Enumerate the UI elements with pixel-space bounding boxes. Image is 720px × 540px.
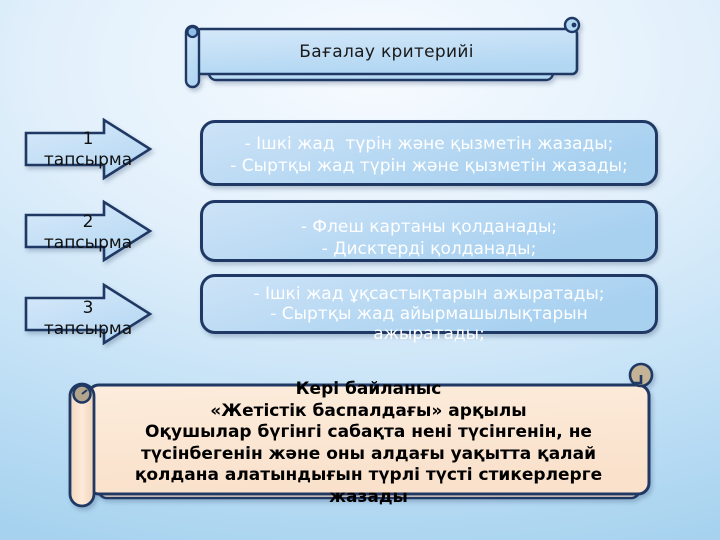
task-arrow-2-label: 2 тапсырма [24, 212, 152, 254]
criteria-box-task-3: - Ішкі жад ұқсастықтарын ажыратады; - Сы… [200, 274, 658, 344]
feedback-subtitle: «Жетістік баспалдағы» арқылы [210, 400, 527, 421]
feedback-body-line: қолдана алатындығын түрлі түсті стикерле… [134, 465, 603, 485]
task-word: тапсырма [43, 150, 133, 170]
scroll-banner-shape [184, 16, 581, 89]
criteria-line: - Сыртқы жад түрін және қызметін жазады; [230, 156, 628, 176]
task-word: тапсырма [43, 233, 133, 253]
feedback-block: Кері байланыс «Жетістік баспалдағы» арқы… [88, 379, 649, 508]
criteria-line: - Ішкі жад түрін және қызметін жазады; [244, 134, 614, 154]
task-arrow-3 [24, 282, 153, 346]
criteria-line: - Флеш картаны қолданады; [300, 217, 558, 237]
criteria-line: - Ішкі жад ұқсастықтарын ажыратады; [253, 284, 605, 304]
criteria-box-task-1: - Ішкі жад түрін және қызметін жазады; -… [200, 120, 658, 186]
scroll-roll-left [68, 382, 96, 508]
feedback-body-line: түсінбегенін және оны алдағы уақытта қал… [140, 443, 597, 464]
title-scroll-banner: Бағалау критерийі [0, 0, 720, 100]
task-word: тапсырма [43, 319, 133, 339]
criteria-box-task-2: - Флеш картаны қолданады; - Дисктерді қо… [200, 200, 658, 262]
task-arrow-2 [24, 199, 153, 263]
scroll-roll-left [184, 24, 201, 89]
feedback-body-line: Оқушылар бүгінгі сабақта нені түсінгенін… [145, 422, 592, 442]
task-arrow-1 [24, 117, 153, 181]
criteria-line: - Сыртқы жад айырмашылықтарын [270, 304, 588, 324]
task-number: 2 [82, 212, 94, 232]
criteria-line: ажыратады; [373, 324, 485, 344]
scroll-curl-left-icon [186, 25, 199, 39]
task-number: 3 [82, 298, 94, 318]
feedback-title: Кері байланыс [295, 379, 442, 399]
feedback-scroll-shape [68, 362, 654, 508]
task-number: 1 [82, 129, 94, 149]
task-arrow-1-label: 1 тапсырма [24, 129, 152, 171]
slide-title: Бағалау критерийі [299, 42, 474, 62]
scroll-curl-right-icon [563, 16, 581, 34]
criteria-line: - Дисктерді қолданады; [321, 239, 537, 259]
feedback-body-line: жазады [329, 486, 408, 507]
task-arrow-3-label: 3 тапсырма [24, 298, 152, 340]
scroll-curl-right-icon [628, 362, 654, 388]
